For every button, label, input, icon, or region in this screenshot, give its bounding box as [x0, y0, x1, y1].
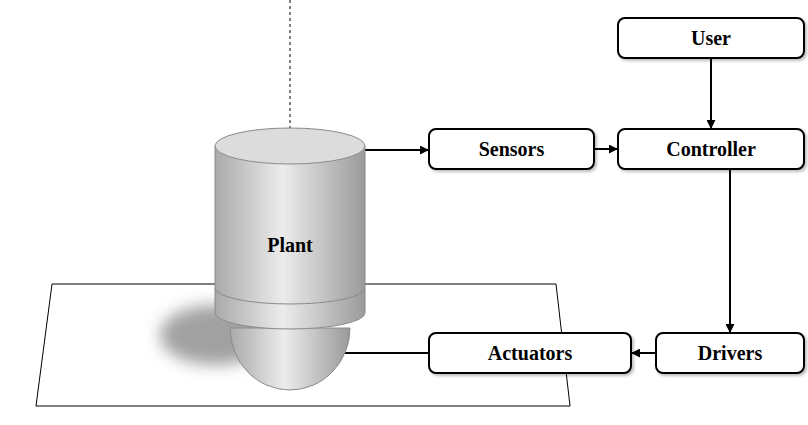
sensors-box: Sensors: [428, 128, 595, 170]
drivers-box: Drivers: [655, 332, 805, 374]
controller-box: Controller: [617, 128, 805, 170]
node-label: Sensors: [479, 138, 545, 160]
node-label: Controller: [666, 138, 756, 160]
signal-arrow: [632, 352, 655, 354]
node-label: Drivers: [698, 342, 762, 364]
actuators-box: Actuators: [428, 332, 632, 374]
plant-cylinder: Plant: [215, 128, 365, 398]
node-label: Actuators: [488, 342, 572, 364]
node-label: Plant: [215, 234, 365, 256]
node-label: User: [691, 27, 731, 49]
user-box: User: [617, 17, 805, 59]
cylinder-outline: [215, 128, 365, 398]
signal-arrow: [710, 59, 712, 128]
signal-arrow: [729, 170, 731, 332]
signal-arrow: [595, 148, 617, 150]
